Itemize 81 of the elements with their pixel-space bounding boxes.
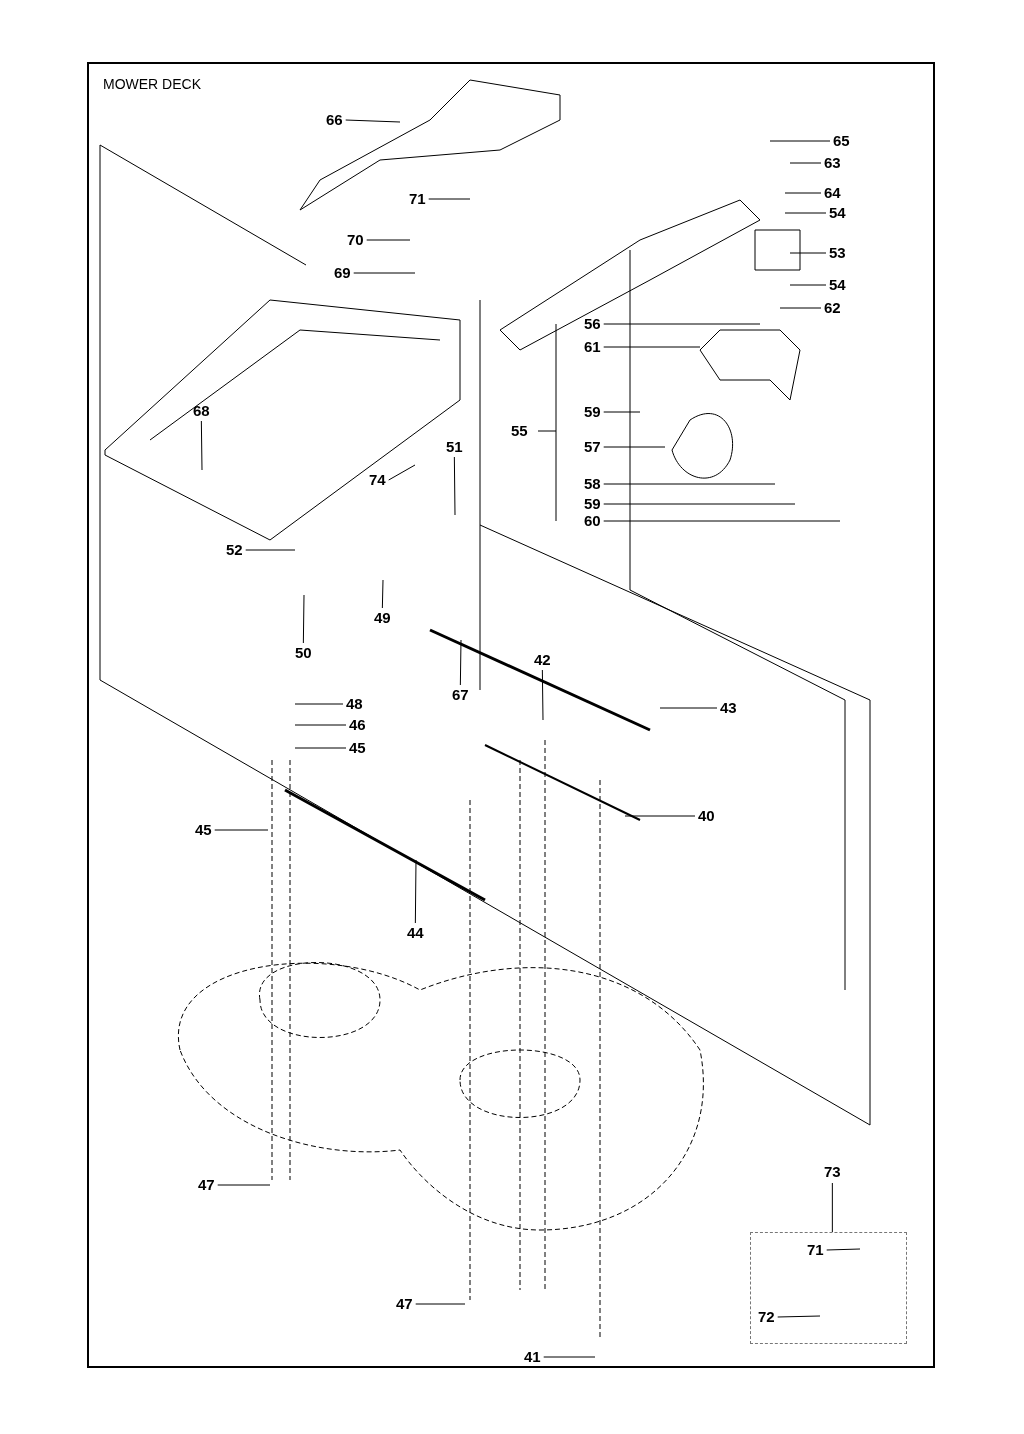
callout-number: 63: [824, 155, 841, 171]
leader-line: [603, 323, 761, 325]
callout-number: 44: [407, 925, 424, 941]
leader-line: [214, 829, 269, 831]
callout-number: 55: [511, 423, 528, 439]
leader-line: [294, 747, 347, 749]
leader-line: [831, 1182, 833, 1233]
leader-line: [624, 815, 696, 817]
leader-line: [414, 859, 417, 924]
leader-line: [217, 1184, 271, 1186]
leader-line: [294, 703, 344, 705]
leader-line: [779, 307, 822, 309]
callout-number: 69: [334, 265, 351, 281]
callout-number: 60: [584, 513, 601, 529]
callout-number: 66: [326, 112, 343, 128]
leader-line: [415, 1303, 466, 1305]
callout-number: 71: [807, 1242, 824, 1258]
leader-line: [603, 346, 701, 348]
callout-number: 68: [193, 403, 210, 419]
leader-line: [294, 724, 347, 726]
callout-number: 52: [226, 542, 243, 558]
leader-line: [777, 1315, 821, 1318]
leader-line: [659, 707, 718, 709]
leader-line: [428, 198, 471, 200]
callout-number: 62: [824, 300, 841, 316]
callout-number: 43: [720, 700, 737, 716]
callout-number: 71: [409, 191, 426, 207]
leader-line: [789, 162, 822, 164]
callout-number: 65: [833, 133, 850, 149]
callout-number: 54: [829, 205, 846, 221]
callout-number: 59: [584, 404, 601, 420]
callout-number: 59: [584, 496, 601, 512]
callout-number: 49: [374, 610, 391, 626]
callout-number: 72: [758, 1309, 775, 1325]
callout-number: 58: [584, 476, 601, 492]
callout-number: 74: [369, 472, 386, 488]
leader-line: [784, 212, 827, 214]
leader-line: [603, 520, 841, 522]
leader-line: [245, 549, 296, 551]
leader-line: [603, 483, 776, 485]
callout-number: 40: [698, 808, 715, 824]
callout-number: 51: [446, 439, 463, 455]
leader-line: [388, 464, 416, 481]
dashed-box: [750, 1232, 907, 1344]
callout-number: 47: [198, 1177, 215, 1193]
leader-line: [345, 119, 401, 123]
callout-number: 64: [824, 185, 841, 201]
callout-number: 56: [584, 316, 601, 332]
leader-line: [200, 420, 203, 471]
callout-number: 45: [349, 740, 366, 756]
callout-number: 54: [829, 277, 846, 293]
callout-number: 73: [824, 1164, 841, 1180]
callout-number: 41: [524, 1349, 541, 1365]
leader-line: [353, 272, 416, 274]
callout-number: 46: [349, 717, 366, 733]
callout-number: 70: [347, 232, 364, 248]
callout-number: 45: [195, 822, 212, 838]
callout-number: 42: [534, 652, 551, 668]
callout-number: 47: [396, 1296, 413, 1312]
leader-line: [784, 192, 822, 194]
leader-line: [789, 284, 827, 286]
leader-line: [769, 140, 831, 142]
leader-line: [381, 579, 384, 609]
title: MOWER DECK: [103, 76, 201, 92]
leader-line: [541, 669, 544, 721]
leader-line: [789, 252, 827, 254]
leader-line: [603, 446, 666, 448]
leader-line: [459, 639, 462, 686]
callout-number: 67: [452, 687, 469, 703]
leader-line: [603, 411, 641, 413]
leader-line: [543, 1356, 596, 1358]
callout-number: 53: [829, 245, 846, 261]
callout-number: 50: [295, 645, 312, 661]
callout-number: 57: [584, 439, 601, 455]
leader-line: [302, 594, 305, 644]
leader-line: [603, 503, 796, 505]
callout-number: 61: [584, 339, 601, 355]
leader-line: [453, 456, 456, 516]
callout-number: 48: [346, 696, 363, 712]
leader-line: [826, 1248, 861, 1251]
leader-line: [366, 239, 411, 241]
